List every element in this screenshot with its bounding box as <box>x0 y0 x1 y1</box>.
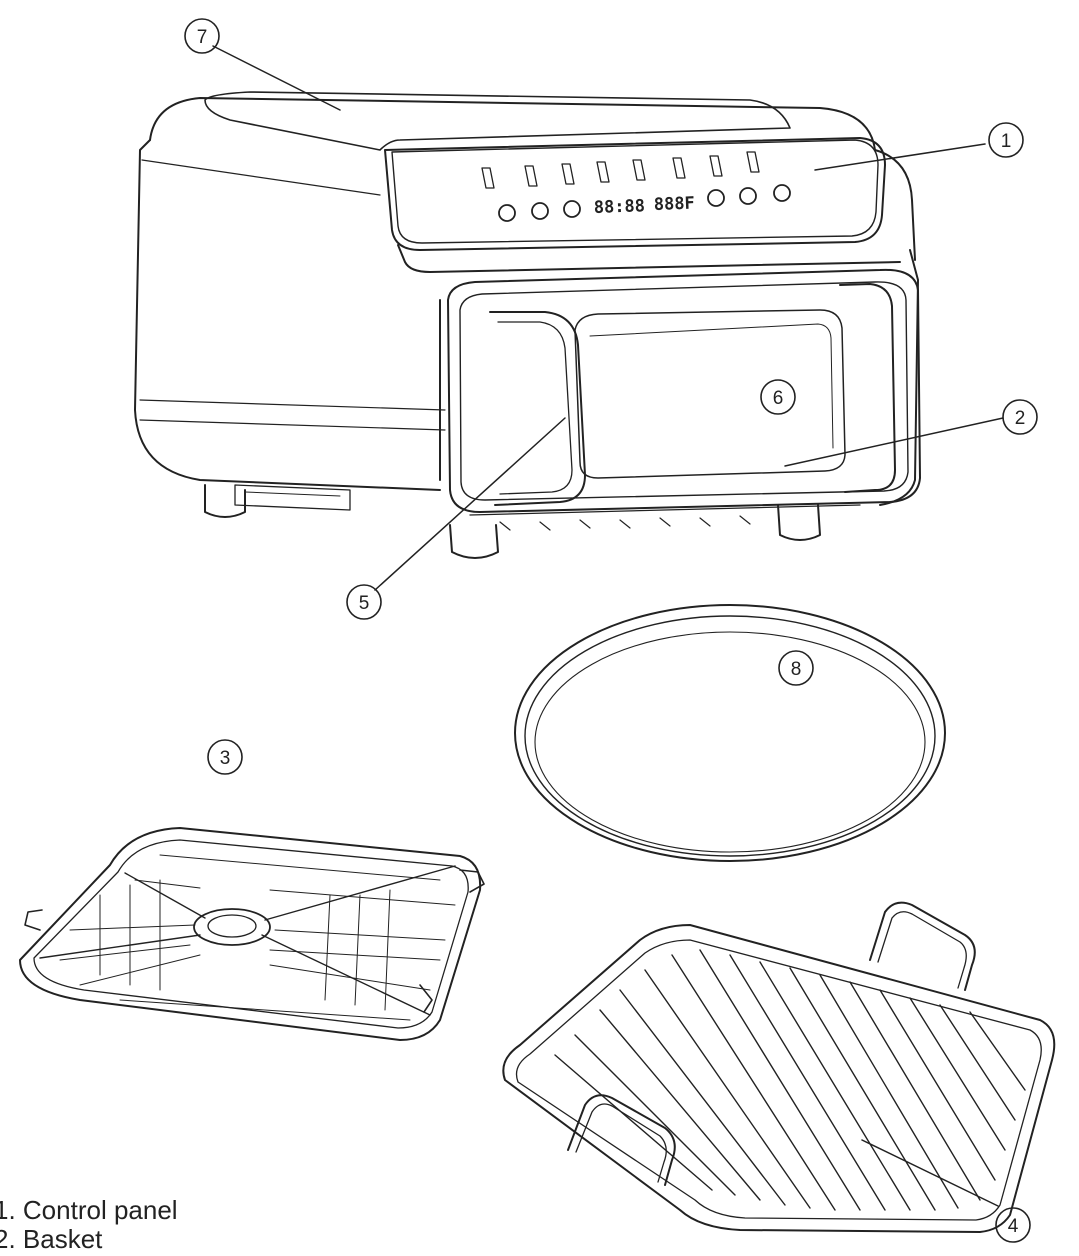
crisper-plate <box>19 827 485 1041</box>
callout-5: 5 <box>359 593 370 614</box>
callout-7: 7 <box>197 27 208 48</box>
foot-left <box>204 484 246 518</box>
parts-legend: 1. Control panel 2. Basket <box>0 1196 178 1254</box>
time-display: 88:88 <box>593 196 645 218</box>
callout-6-circle <box>760 379 796 415</box>
callout-8: 8 <box>791 659 802 680</box>
top-lid <box>149 97 876 151</box>
panel-button-1 <box>498 204 516 222</box>
baking-pan <box>514 604 946 862</box>
top-window <box>204 91 791 151</box>
callout-4-circle <box>995 1207 1031 1243</box>
panel-button-3 <box>563 200 581 218</box>
callout-5-circle <box>346 584 382 620</box>
panel-button-4 <box>707 189 725 207</box>
panel-button-5 <box>739 187 757 205</box>
foot-right <box>777 504 821 541</box>
callout-6: 6 <box>773 388 784 409</box>
control-panel <box>391 139 879 244</box>
callout-3-circle <box>207 739 243 775</box>
callout-3: 3 <box>220 748 231 769</box>
leader-lines <box>212 45 1004 1207</box>
callout-2-circle <box>1002 399 1038 435</box>
callout-2: 2 <box>1015 408 1026 429</box>
grill-rack <box>502 901 1056 1233</box>
callout-7-circle <box>184 18 220 54</box>
legend-item-control-panel: 1. Control panel <box>0 1195 178 1225</box>
callout-8-circle <box>778 650 814 686</box>
panel-button-2 <box>531 202 549 220</box>
handle <box>489 311 586 506</box>
callout-1-circle <box>988 122 1024 158</box>
callout-1: 1 <box>1001 131 1012 152</box>
temperature-display: 888F <box>653 194 695 215</box>
legend-item-basket: 2. Basket <box>0 1224 103 1254</box>
basket-window <box>574 309 846 479</box>
air-fryer-body <box>134 91 921 559</box>
callout-4: 4 <box>1008 1216 1019 1237</box>
foot-front <box>449 524 499 559</box>
panel-button-6 <box>773 184 791 202</box>
